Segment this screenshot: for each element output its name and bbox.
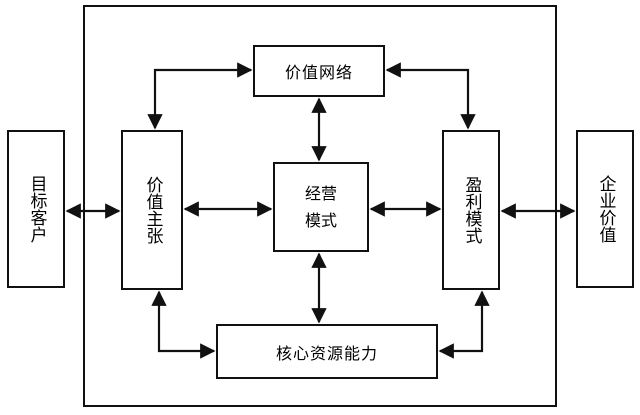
core-resources-label: 核心资源能力: [275, 343, 378, 363]
arrow-resources-profit: [438, 290, 490, 359]
profit-model-label: 盈利模式: [461, 176, 482, 244]
value-network-label: 价值网络: [284, 63, 353, 82]
value-network-box: 价值网络: [253, 45, 385, 97]
target-customer-box: 目标客户: [7, 130, 65, 288]
value-proposition-box: 价值主张: [121, 130, 183, 290]
business-model-box: 经营 模式: [273, 162, 369, 252]
arrow-network-profit: [385, 62, 476, 130]
arrow-proposition-resources: [151, 290, 216, 359]
enterprise-value-box: 企业价值: [576, 130, 634, 288]
business-model-label-line2: 模式: [304, 211, 337, 230]
profit-model-box: 盈利模式: [442, 130, 500, 290]
enterprise-value-label: 企业价值: [595, 175, 616, 243]
business-model-label-line1: 经营: [304, 184, 337, 203]
core-resources-box: 核心资源能力: [216, 324, 438, 379]
value-proposition-label: 价值主张: [142, 176, 163, 244]
arrow-proposition-network: [147, 62, 253, 130]
target-customer-label: 目标客户: [26, 175, 47, 243]
